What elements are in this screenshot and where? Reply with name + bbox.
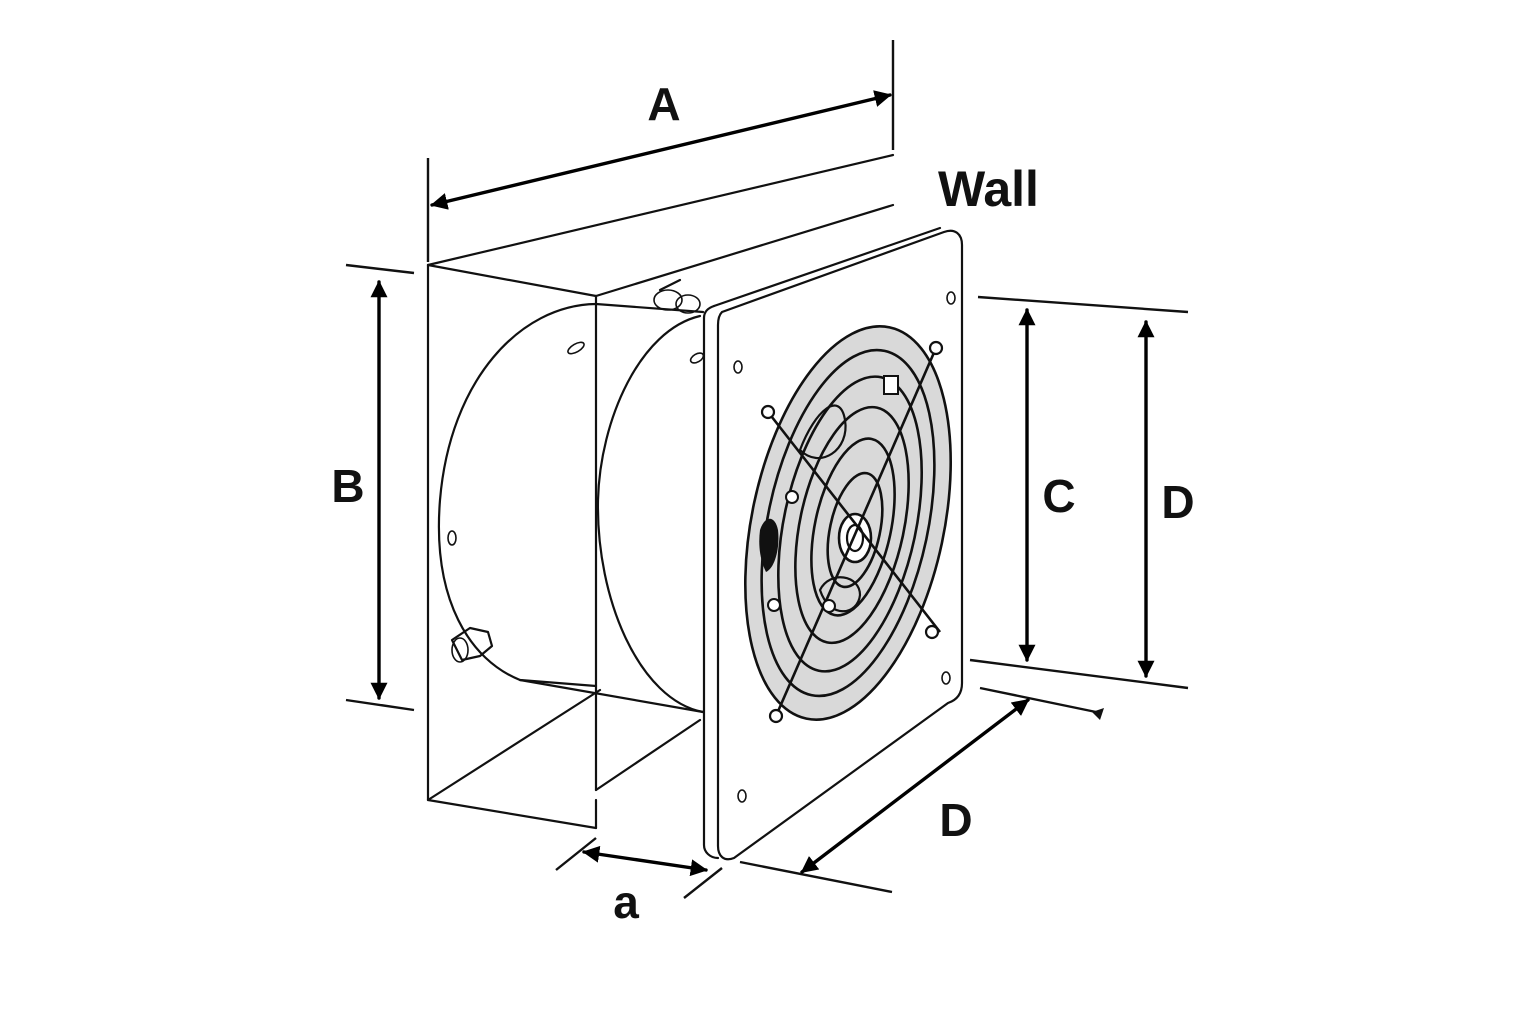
label-c: C xyxy=(1042,470,1075,522)
label-d-depth: D xyxy=(939,794,972,846)
housing-box xyxy=(426,153,895,830)
dimension-d-depth: D xyxy=(739,686,1104,894)
label-a-small: a xyxy=(613,876,639,928)
dimension-b: B xyxy=(331,263,415,712)
dimension-a: A xyxy=(426,40,895,262)
mount-hole-icon xyxy=(737,789,747,803)
dimension-a-small: a xyxy=(555,837,723,928)
fan-guard-icon xyxy=(744,325,952,724)
dimension-c: C xyxy=(969,295,1189,690)
motor-cylinder xyxy=(437,278,705,714)
mount-hole-icon xyxy=(941,671,951,685)
label-wall: Wall xyxy=(938,161,1039,217)
mount-hole-icon xyxy=(733,360,743,374)
mount-hole-icon xyxy=(946,291,956,305)
label-d-right: D xyxy=(1161,476,1194,528)
label-a: A xyxy=(647,78,680,130)
dimension-d-right: D xyxy=(1137,320,1195,678)
label-b: B xyxy=(331,460,364,512)
